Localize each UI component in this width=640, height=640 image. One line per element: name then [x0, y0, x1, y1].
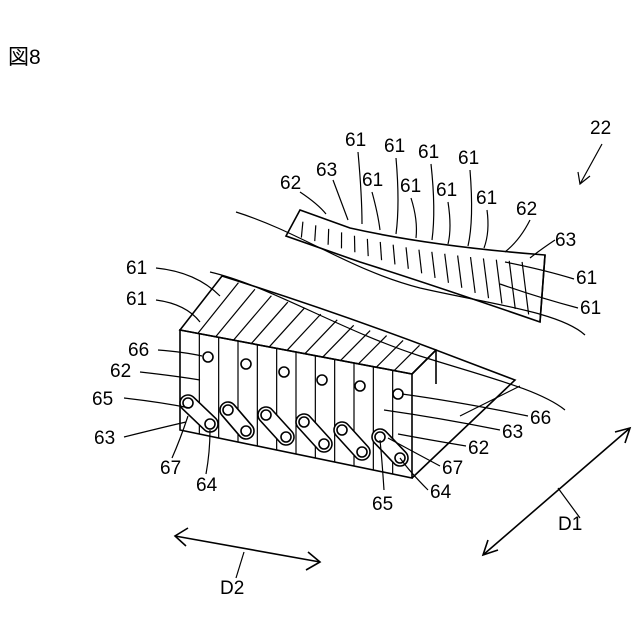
arrow-d1 — [483, 428, 630, 555]
left-labels: 61 61 66 62 65 63 67 64 — [92, 258, 218, 496]
lamination-line — [496, 260, 502, 304]
lamination-line — [393, 245, 395, 265]
pin-64 — [357, 447, 367, 457]
lamination-line — [251, 302, 287, 343]
link-plate — [220, 402, 254, 439]
label-63: 63 — [316, 160, 337, 181]
label-67: 67 — [442, 458, 463, 479]
lamination-line — [234, 296, 272, 340]
link-plate — [258, 407, 294, 445]
figure-title: 図8 — [8, 46, 41, 69]
arrow-22 — [578, 144, 602, 184]
lamination-line — [216, 289, 255, 337]
lamination-line — [522, 262, 529, 315]
upper-leaders — [300, 152, 578, 308]
label-61: 61 — [400, 176, 421, 197]
lamination-line — [394, 345, 419, 370]
label-61: 61 — [458, 148, 479, 169]
label-d1: D1 — [558, 514, 582, 535]
label-61: 61 — [362, 170, 383, 191]
lamination-line — [458, 255, 462, 287]
pin-65 — [223, 405, 233, 415]
pin-65 — [337, 425, 347, 435]
label-22: 22 — [590, 118, 611, 139]
hole-66 — [355, 381, 365, 391]
label-61: 61 — [476, 188, 497, 209]
lamination-line — [305, 320, 337, 354]
lamination-line — [301, 222, 303, 238]
lamination-line — [471, 257, 476, 293]
label-65: 65 — [92, 389, 113, 410]
lamination-line — [406, 247, 408, 268]
link-plate — [296, 414, 332, 452]
label-61: 61 — [384, 136, 405, 157]
link-plate — [334, 422, 370, 460]
pin-64 — [319, 439, 329, 449]
pin-65 — [261, 410, 271, 420]
lamination-line — [315, 225, 316, 241]
lamination-line — [367, 239, 368, 256]
label-61: 61 — [345, 130, 366, 151]
lamination-line — [380, 242, 381, 260]
lamination-line — [432, 252, 435, 278]
label-66: 66 — [530, 408, 551, 429]
label-61: 61 — [436, 180, 457, 201]
pin-64 — [205, 419, 215, 429]
label-66: 66 — [128, 340, 149, 361]
label-62: 62 — [280, 173, 301, 194]
hole-66 — [317, 375, 327, 385]
label-61: 61 — [576, 268, 597, 289]
label-63: 63 — [94, 428, 115, 449]
label-63: 63 — [555, 230, 576, 251]
lamination-line — [376, 340, 403, 367]
lamination-line — [328, 229, 329, 245]
lamination-line — [509, 261, 515, 309]
hole-66 — [203, 352, 213, 362]
lamination-line — [419, 250, 422, 274]
upper-lamination-block — [286, 210, 545, 322]
label-64: 64 — [430, 482, 452, 503]
label-61: 61 — [126, 289, 147, 310]
label-62: 62 — [110, 361, 131, 382]
upper-labels: 61 61 61 61 61 61 61 61 62 63 62 63 61 6… — [280, 130, 601, 319]
label-62: 62 — [468, 438, 489, 459]
arrow-d2 — [175, 528, 320, 578]
lamination-line — [358, 336, 386, 364]
lamination-line — [445, 254, 449, 283]
lamination-line — [287, 314, 321, 350]
label-61: 61 — [418, 142, 439, 163]
hole-66 — [279, 367, 289, 377]
label-61: 61 — [580, 298, 601, 319]
label-64: 64 — [196, 475, 218, 496]
label-61: 61 — [126, 258, 147, 279]
lamination-line — [269, 308, 304, 347]
lamination-line — [198, 283, 239, 334]
hole-66 — [393, 389, 403, 399]
pin-64 — [281, 432, 291, 442]
label-d2: D2 — [220, 578, 244, 599]
label-62: 62 — [516, 199, 537, 220]
label-65: 65 — [372, 494, 393, 515]
hole-66 — [241, 359, 251, 369]
pin-65 — [299, 417, 309, 427]
label-63: 63 — [502, 422, 523, 443]
pin-64 — [241, 426, 251, 436]
lamination-line — [483, 258, 488, 298]
label-67: 67 — [160, 458, 181, 479]
